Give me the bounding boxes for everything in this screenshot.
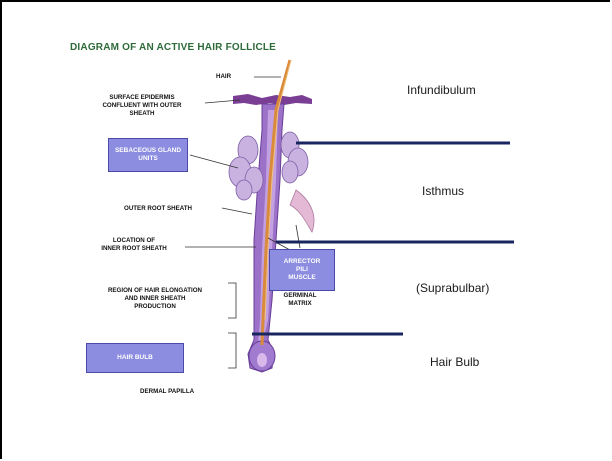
hair-bulb-box: HAIR BULB — [86, 343, 184, 373]
dermal-papilla-shape — [257, 353, 267, 367]
arrector-pili-box: ARRECTOR PILI MUSCLE — [269, 249, 335, 291]
sebaceous-gland-box: SEBACEOUS GLAND UNITS — [108, 138, 188, 172]
zone-infundibulum: Infundibulum — [407, 83, 476, 97]
label-hair: HAIR — [216, 73, 231, 81]
label-dermal-papilla: DERMAL PAPILLA — [140, 388, 194, 396]
epidermis-surface — [233, 94, 312, 105]
label-hair-elongation: REGION OF HAIR ELONGATION AND INNER SHEA… — [82, 287, 228, 310]
label-germinal-matrix: GERMINAL MATRIX — [276, 292, 324, 308]
label-surface-epidermis: SURFACE EPIDERMIS CONFLUENT WITH OUTER S… — [82, 94, 202, 117]
label-outer-root-sheath: OUTER ROOT SHEATH — [124, 205, 192, 213]
diagram-title: DIAGRAM OF AN ACTIVE HAIR FOLLICLE — [70, 42, 276, 53]
zone-suprabulbar: (Suprabulbar) — [416, 281, 489, 295]
arrector-pili — [290, 190, 314, 232]
zone-isthmus: Isthmus — [422, 184, 464, 198]
zone-hair-bulb: Hair Bulb — [430, 355, 479, 369]
label-inner-root-sheath: LOCATION OF INNER ROOT SHEATH — [82, 237, 186, 253]
